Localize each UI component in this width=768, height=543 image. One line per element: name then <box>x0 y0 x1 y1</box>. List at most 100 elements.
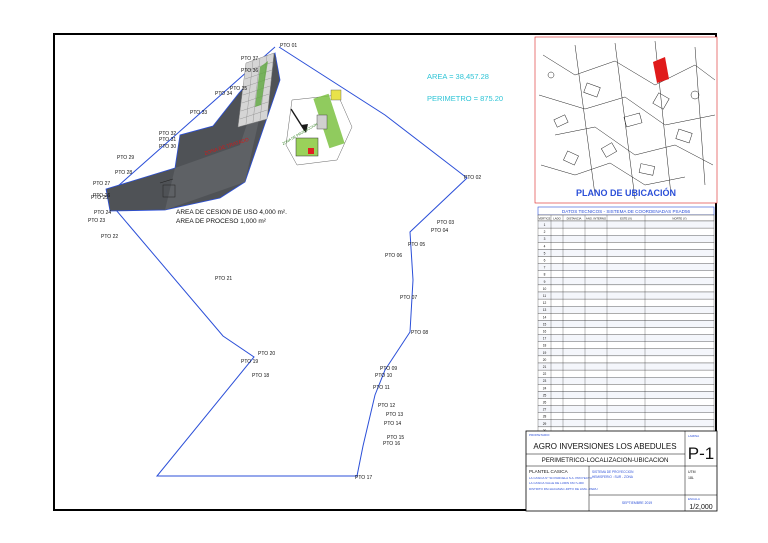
table-row <box>537 249 715 257</box>
plant-line-2: LA CASICA VALLE DE LURIN KM 7+000 <box>529 481 584 485</box>
table-row <box>537 277 715 286</box>
area-label: AREA = 38,457.28 <box>427 72 489 81</box>
vertex-label: PTO 09 <box>380 366 397 372</box>
table-row-index: 9 <box>544 280 546 284</box>
table-row-index: 16 <box>543 330 547 334</box>
table-row-index: 25 <box>543 393 547 397</box>
table-row <box>537 405 715 413</box>
drawing-subtitle: PERIMETRICO-LOCALIZACION-UBICACION <box>542 457 669 464</box>
drawing-canvas: ZONA DE TRATADO ZONA DE PRODUCCION AREA … <box>88 36 718 512</box>
table-row <box>537 313 715 321</box>
table-row <box>537 377 715 385</box>
location-plan: PLANO DE UBICACIÓN <box>534 36 718 204</box>
table-row <box>537 306 715 314</box>
table-row-index: 11 <box>543 294 547 298</box>
table-row-index: 5 <box>544 251 546 255</box>
vertex-label: PTO 30 <box>159 144 176 150</box>
table-row <box>537 220 715 229</box>
vertex-label: PTO 26 <box>93 193 110 199</box>
process-area-label: AREA DE PROCESO 1,000 m² <box>176 218 267 225</box>
plant-label: PLANTEL CASICA <box>529 469 569 474</box>
vertex-label: PTO 14 <box>384 421 401 427</box>
vertex-label: PTO 23 <box>88 218 105 224</box>
vertex-label: PTO 15 <box>387 435 404 441</box>
vertex-label: PTO 07 <box>400 295 417 301</box>
vertex-label: PTO 08 <box>411 330 428 336</box>
table-row <box>537 412 715 420</box>
vertex-label: PTO 34 <box>215 91 232 97</box>
vertex-label: PTO 18 <box>252 373 269 379</box>
plant-line-3: DISTRITO PACHACAMAC-DPTO DE LIMA - PERU <box>529 487 598 491</box>
table-row-index: 20 <box>543 358 547 362</box>
table-row-index: 22 <box>543 372 547 376</box>
table-row <box>537 398 715 406</box>
date-value: SEPTIEMBRE 2019 <box>622 501 652 505</box>
vertex-label: PTO 28 <box>115 170 132 176</box>
table-row-index: 4 <box>544 244 546 248</box>
plant-line-1: LA CASICA N° SN PARCELA S.A. PROYECTO <box>529 476 593 480</box>
vertex-label: PTO 04 <box>431 228 448 234</box>
table-row-index: 3 <box>544 237 546 241</box>
table-header-cell: ESTE (X) <box>620 217 632 221</box>
table-row <box>537 327 715 335</box>
table-row-index: 12 <box>543 301 547 305</box>
drawing-sheet: ZONA DE TRATADO ZONA DE PRODUCCION AREA … <box>53 33 718 512</box>
table-row <box>537 334 715 342</box>
scale-value: 1/2,000 <box>689 504 712 511</box>
table-row <box>537 369 715 378</box>
perimeter-label: PERIMETRO = 875.20 <box>427 94 503 103</box>
table-row-index: 26 <box>543 401 547 405</box>
table-title: DATOS TECNICOS - SISTEMA DE COORDENADAS … <box>562 209 691 214</box>
table-row-index: 15 <box>543 322 547 326</box>
table-row-index: 6 <box>544 259 546 263</box>
vertex-label: PTO 32 <box>159 131 176 137</box>
vertex-label: PTO 11 <box>373 385 390 391</box>
vertex-label: PTO 01 <box>280 43 297 49</box>
table-row-index: 7 <box>544 266 546 270</box>
table-row-index: 14 <box>543 315 547 319</box>
table-row <box>537 320 715 328</box>
table-row <box>537 391 715 399</box>
table-row-index: 8 <box>544 273 546 277</box>
vertex-label: PTO 25 <box>91 195 108 201</box>
table-row-index: 27 <box>543 408 547 412</box>
owner-header: PROPIETARIO: <box>529 433 550 437</box>
vertex-label: PTO 31 <box>159 137 176 143</box>
cession-area-label: AREA DE CESION DE USO 4,000 m². <box>176 209 287 216</box>
table-row-index: 18 <box>543 344 547 348</box>
table-row-index: 10 <box>543 287 547 291</box>
table-row-index: 1 <box>544 223 546 227</box>
location-plan-title: PLANO DE UBICACIÓN <box>576 187 676 198</box>
zone-value: 18L <box>688 476 694 480</box>
table-row-index: 2 <box>544 230 546 234</box>
table-row <box>537 362 715 371</box>
scale-label: ESCALA <box>688 497 700 501</box>
plate-label: LAMINA <box>688 434 699 438</box>
table-row <box>537 242 715 250</box>
vertex-label: PTO 13 <box>386 412 403 418</box>
vertex-label: PTO 17 <box>355 475 372 481</box>
vertex-label: PTO 20 <box>258 351 275 357</box>
table-row <box>537 341 715 349</box>
site-marker <box>653 57 669 83</box>
vertex-label: PTO 27 <box>93 181 110 187</box>
vertex-label: PTO 35 <box>230 86 247 92</box>
table-row-index: 29 <box>543 422 547 426</box>
vertex-label: PTO 21 <box>215 276 232 282</box>
table-row <box>537 291 715 300</box>
table-row <box>537 235 715 243</box>
table-row-index: 23 <box>543 379 547 383</box>
table-row <box>537 384 715 392</box>
vertex-label: PTO 16 <box>383 441 400 447</box>
table-row <box>537 298 715 307</box>
table-row <box>537 284 715 293</box>
table-row <box>537 263 715 271</box>
vertex-label: PTO 10 <box>375 373 392 379</box>
table-row <box>537 256 715 264</box>
table-row-index: 24 <box>543 386 547 390</box>
system-line-2: HEMISFERIO : SUR - ZONA <box>592 475 634 479</box>
table-header-cell: DISTANCIA <box>567 217 582 221</box>
table-header-cell: VERTICE <box>538 217 550 221</box>
table-row-index: 28 <box>543 415 547 419</box>
